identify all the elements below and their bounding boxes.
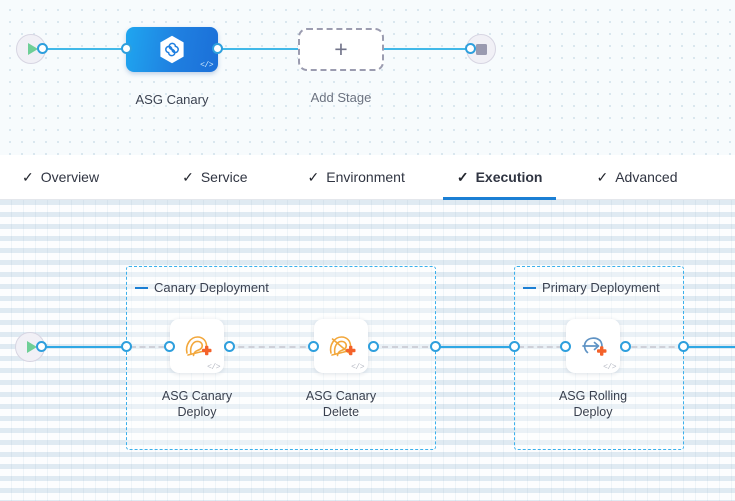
port-exec-start-out[interactable] [36,341,47,352]
execution-graph-canvas[interactable]: Canary Deployment </> ASG Canary Deploy [0,200,735,501]
add-stage-button[interactable]: + [298,28,384,71]
step-code-badge: </> [351,363,364,372]
check-icon: ✓ [596,169,609,185]
asg-canary-deploy-icon [185,336,212,357]
step-node-asg-canary-deploy[interactable]: </> [170,319,224,373]
port-end-in[interactable] [465,43,476,54]
check-icon: ✓ [456,169,469,185]
stage-graph-canvas[interactable]: </> ASG Canary + Add Stage [0,0,735,155]
plus-icon: + [334,36,348,62]
plus-accent [202,345,212,356]
tab-execution[interactable]: ✓ Execution [442,155,557,200]
wire-exec-tail [682,346,735,348]
wire-addstage-to-end [379,48,472,50]
collapse-dash-icon[interactable] [135,286,148,289]
stage-node-asg-canary[interactable]: </> [126,27,218,72]
port-step1-out[interactable] [224,341,235,352]
group-label-text: Primary Deployment [542,280,660,295]
tab-environment[interactable]: ✓ Environment [294,155,419,199]
harness-hexagon-icon [160,35,184,64]
port-stage-in[interactable] [121,43,132,54]
port-start-out[interactable] [37,43,48,54]
wire-group2-exit [622,346,684,348]
wire-exec-start [42,346,132,348]
stage-config-tabs[interactable]: ✓ Overview ✓ Service ✓ Environment ✓ Exe… [0,155,735,200]
port-group2-out[interactable] [678,341,689,352]
step-code-badge: </> [603,363,616,372]
step-node-asg-canary-delete[interactable]: </> [314,319,368,373]
wire-step1-to-step2 [228,346,316,348]
tab-overview[interactable]: ✓ Overview [8,155,113,199]
port-step1-in[interactable] [164,341,175,352]
play-icon [26,341,37,353]
plus-accent [346,345,356,356]
port-step3-out[interactable] [620,341,631,352]
step-caption-asg-rolling-deploy: ASG Rolling Deploy [558,389,628,419]
check-icon: ✓ [307,169,320,185]
wire-group1-exit [372,346,438,348]
port-group2-in[interactable] [509,341,520,352]
port-group1-in[interactable] [121,341,132,352]
tab-advanced[interactable]: ✓ Advanced [582,155,691,199]
port-step2-in[interactable] [308,341,319,352]
tab-label: Environment [326,169,405,185]
step-caption-asg-canary-deploy: ASG Canary Deploy [161,389,233,419]
step-code-badge: </> [207,363,220,372]
collapse-dash-icon[interactable] [523,286,536,289]
tab-label: Advanced [615,169,678,185]
tab-label: Overview [40,169,100,185]
plus-accent [597,346,607,356]
wire-stage-to-addstage [214,48,304,50]
group-label-canary-deployment[interactable]: Canary Deployment [135,280,269,295]
asg-rolling-deploy-icon [582,337,607,356]
step-group-primary-deployment[interactable] [514,266,684,450]
tab-label: Execution [475,169,543,185]
tab-label: Service [200,169,248,185]
asg-canary-delete-icon [329,336,356,357]
step-node-asg-rolling-deploy[interactable]: </> [566,319,620,373]
stop-icon [475,43,487,55]
stage-caption-asg-canary: ASG Canary [135,92,209,107]
step-group-canary-deployment[interactable] [126,266,436,450]
port-step3-in[interactable] [560,341,571,352]
wire-group2-entry [518,346,572,348]
wire-start-to-stage [41,48,131,50]
port-step2-out[interactable] [368,341,379,352]
play-icon [27,43,38,55]
step-caption-asg-canary-delete: ASG Canary Delete [305,389,377,419]
port-group1-out[interactable] [430,341,441,352]
tab-service[interactable]: ✓ Service [168,155,261,199]
wire-group1-entry [130,346,174,348]
stage-code-badge: </> [200,61,213,70]
group-label-text: Canary Deployment [154,280,269,295]
check-icon: ✓ [182,169,194,185]
wire-between-groups [434,346,520,348]
check-icon: ✓ [22,169,34,185]
group-label-primary-deployment[interactable]: Primary Deployment [523,280,660,295]
port-stage-out[interactable] [212,43,223,54]
add-stage-caption: Add Stage [310,90,372,105]
